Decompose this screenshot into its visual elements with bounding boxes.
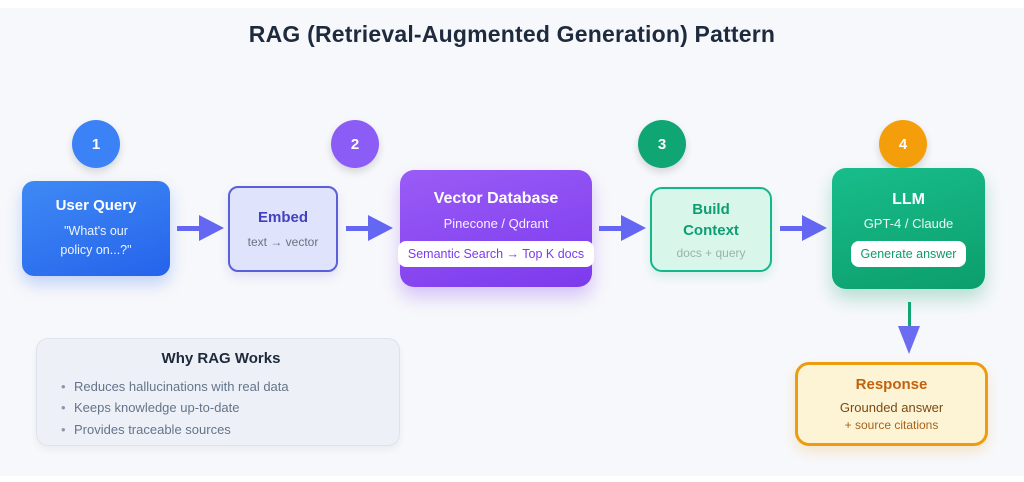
step-badge-2-label: 2 bbox=[350, 135, 360, 153]
node-user-query: User Query "What's our policy on...?" bbox=[22, 181, 170, 276]
vector-database-pill: Semantic Search → Top K docs bbox=[397, 241, 595, 267]
build-context-title: Build Context bbox=[683, 199, 739, 241]
flow-arrow-4-head bbox=[802, 215, 827, 241]
response-title: Response bbox=[855, 376, 928, 393]
build-context-title-line2: Context bbox=[683, 222, 739, 239]
build-context-subtitle: docs + query bbox=[676, 246, 746, 260]
node-embed: Embed text → vector bbox=[228, 186, 338, 272]
step-badge-2: 2 bbox=[331, 120, 379, 168]
node-response: Response Grounded answer + source citati… bbox=[795, 362, 988, 446]
why-rag-works-title: Why RAG Works bbox=[161, 350, 281, 367]
step-badge-4: 4 bbox=[879, 120, 927, 168]
llm-pill: Generate answer bbox=[850, 240, 967, 267]
response-subtitle-line2: + source citations bbox=[844, 418, 939, 432]
step-badge-4-label: 4 bbox=[898, 135, 908, 153]
why-rag-works-list: Reduces hallucinations with real data Ke… bbox=[61, 376, 381, 441]
node-llm: LLM GPT-4 / Claude Generate answer bbox=[832, 168, 985, 289]
flow-arrow-4-stem bbox=[780, 225, 802, 231]
flow-arrow-2 bbox=[346, 215, 393, 241]
user-query-subtitle-line2: policy on...?" bbox=[60, 243, 132, 257]
step-badge-3-label: 3 bbox=[657, 135, 667, 153]
flow-arrow-3-stem bbox=[599, 225, 621, 231]
node-build-context: Build Context docs + query bbox=[650, 187, 772, 272]
user-query-subtitle-line1: "What's our bbox=[64, 224, 128, 239]
why-rag-works-card: Why RAG Works Reduces hallucinations wit… bbox=[36, 338, 400, 446]
flow-arrow-down-head bbox=[898, 326, 920, 354]
flow-arrow-2-head bbox=[368, 215, 393, 241]
user-query-subtitle: "What's our policy on...?" bbox=[60, 222, 131, 260]
flow-arrow-1 bbox=[177, 215, 224, 241]
flow-arrow-down-stem bbox=[908, 302, 911, 326]
llm-title: LLM bbox=[892, 190, 925, 208]
flow-arrow-3-head bbox=[621, 215, 646, 241]
step-badge-1-label: 1 bbox=[91, 135, 101, 153]
flow-arrow-1-head bbox=[199, 215, 224, 241]
step-badge-1: 1 bbox=[72, 120, 120, 168]
user-query-title: User Query bbox=[55, 197, 137, 215]
why-rag-works-bullet-2: Keeps knowledge up-to-date bbox=[61, 397, 381, 419]
flow-arrow-1-stem bbox=[177, 225, 199, 231]
why-rag-works-bullet-3: Provides traceable sources bbox=[61, 419, 381, 441]
diagram-title: RAG (Retrieval-Augmented Generation) Pat… bbox=[248, 21, 776, 47]
embed-subtitle: text → vector bbox=[247, 235, 319, 249]
flow-arrow-4 bbox=[780, 215, 827, 241]
step-badge-3: 3 bbox=[638, 120, 686, 168]
why-rag-works-bullet-1: Reduces hallucinations with real data bbox=[61, 376, 381, 398]
node-vector-database: Vector Database Pinecone / Qdrant Semant… bbox=[397, 170, 595, 287]
vector-database-title: Vector Database bbox=[433, 190, 559, 207]
flow-arrow-3 bbox=[599, 215, 646, 241]
response-subtitle-line1: Grounded answer bbox=[839, 400, 944, 415]
flow-arrow-2-stem bbox=[346, 225, 368, 231]
vector-database-subtitle: Pinecone / Qdrant bbox=[443, 216, 549, 231]
llm-subtitle: GPT-4 / Claude bbox=[863, 215, 954, 231]
build-context-title-line1: Build bbox=[692, 201, 730, 218]
embed-title: Embed bbox=[257, 209, 308, 226]
